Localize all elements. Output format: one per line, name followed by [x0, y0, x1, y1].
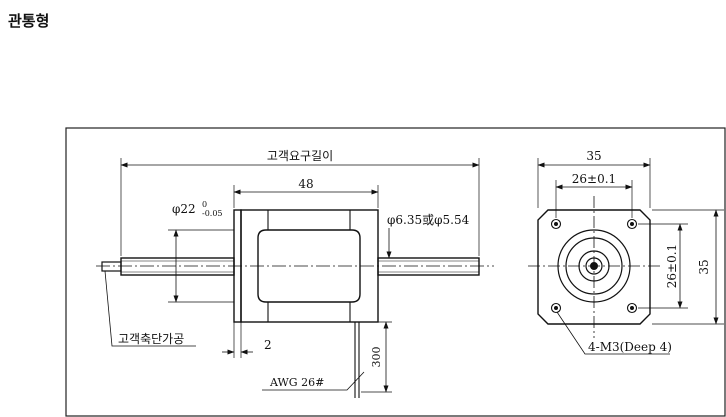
page-title: 관통형 — [8, 12, 50, 30]
shaft-right — [377, 257, 480, 276]
mounting-hole — [550, 218, 562, 230]
wire-gauge-label: AWG 26# — [269, 376, 324, 389]
shaft-diameter-label: φ6.35或φ5.54 — [387, 213, 470, 227]
hole-pitch-v-label: 26±0.1 — [665, 244, 679, 288]
side-view — [96, 158, 494, 398]
shaft-end-label: 고객축단가공 — [118, 332, 184, 346]
shaft-end-tip — [101, 261, 122, 272]
flange-diameter-label: φ22 — [172, 202, 196, 216]
flange-thickness-label: 2 — [264, 338, 272, 352]
body-length-label: 48 — [298, 177, 313, 191]
wire-gauge-leader — [262, 371, 365, 391]
flange-tolerance-upper: 0 — [202, 200, 207, 209]
shaft-center — [590, 262, 598, 270]
boss-circle — [578, 250, 610, 282]
mounting-holes-label: 4-M3(Deep 4) — [588, 340, 672, 354]
front-view — [528, 158, 724, 355]
mounting-hole — [550, 302, 562, 314]
stator-block — [257, 229, 361, 303]
front-body-outline — [537, 209, 651, 325]
mounting-hole-leader — [556, 311, 670, 355]
flange-outer-circle — [557, 229, 631, 303]
drawing-frame — [65, 127, 726, 417]
shaft-left — [120, 257, 235, 276]
lead-length-label: 300 — [370, 347, 383, 368]
motor-body — [240, 209, 379, 323]
front-height-label: 35 — [697, 259, 711, 274]
flange-tolerance-lower: -0.05 — [202, 209, 223, 218]
mounting-hole — [626, 302, 638, 314]
shaft-end-leader — [104, 270, 196, 347]
mounting-hole — [626, 218, 638, 230]
overall-length-label: 고객요구길이 — [267, 149, 333, 163]
hole-pitch-h-label: 26±0.1 — [572, 172, 616, 186]
front-width-label: 35 — [586, 149, 601, 163]
